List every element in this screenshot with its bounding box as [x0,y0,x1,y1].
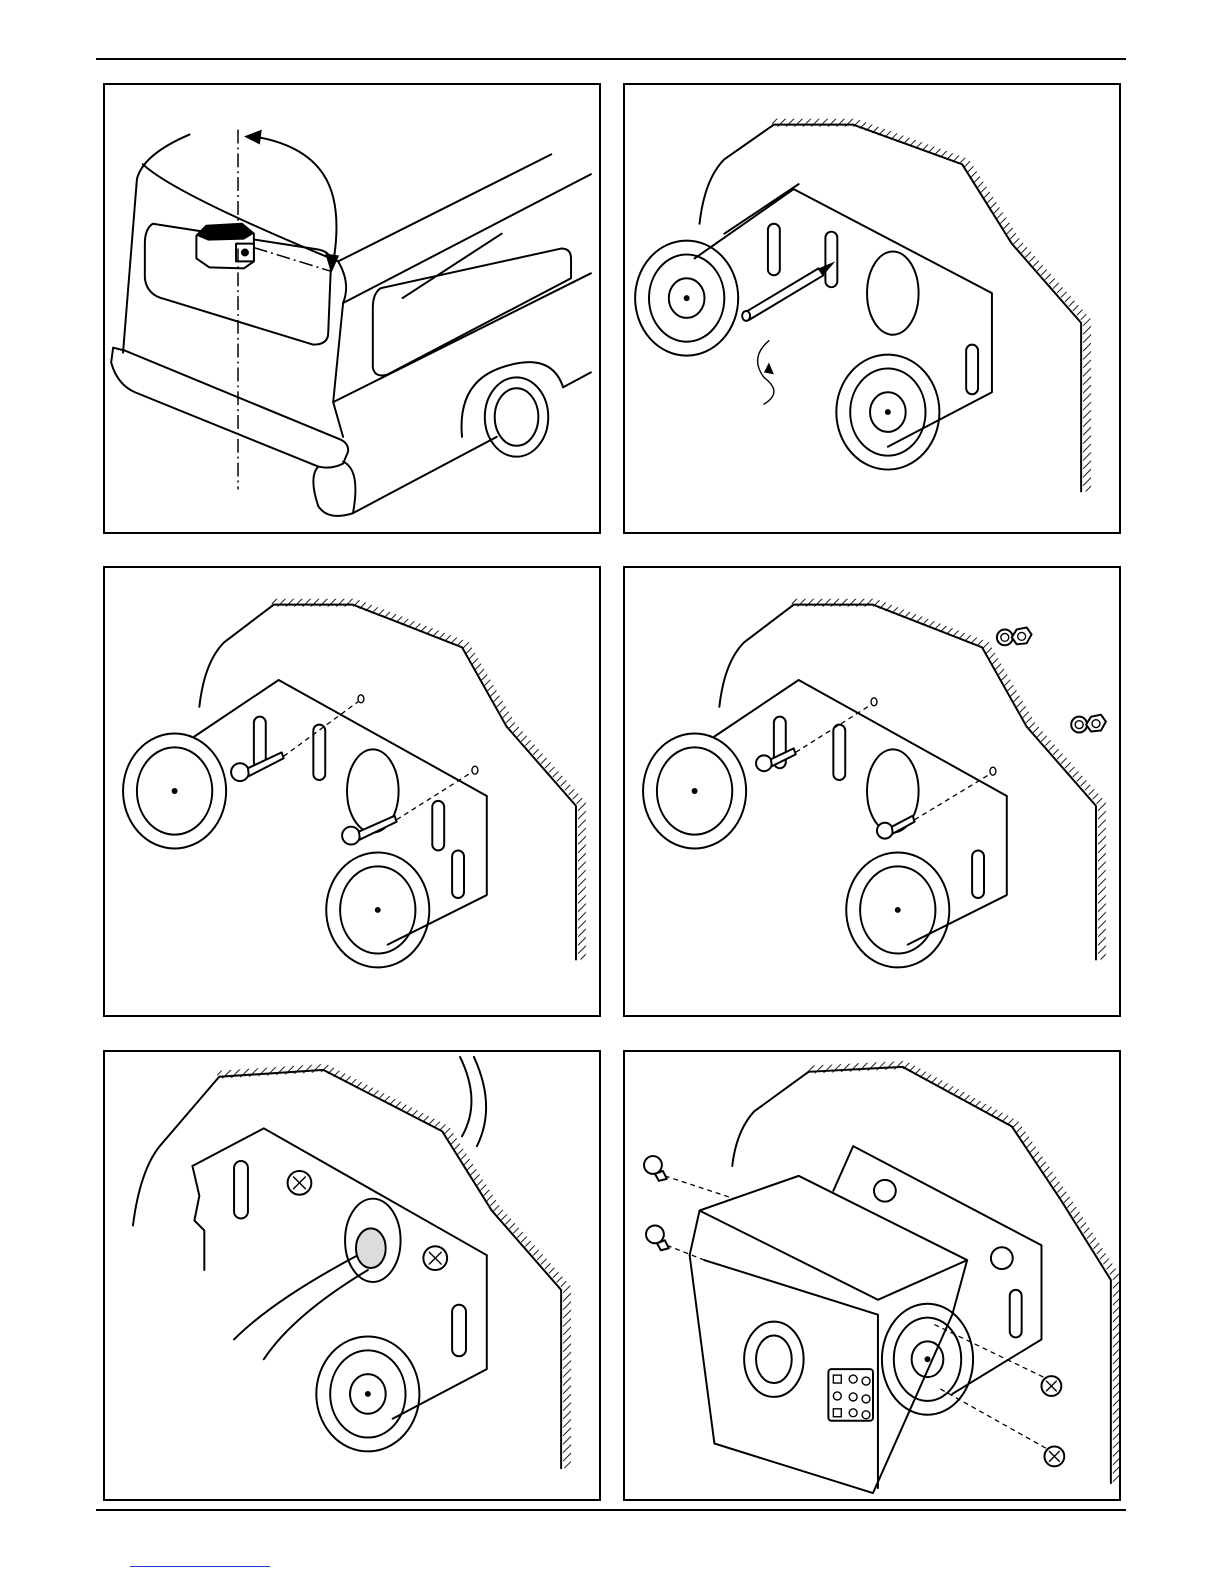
arrow-head-top [244,130,262,145]
bolt-icon [877,767,996,838]
mounting-bracket [635,184,992,469]
figure-bolt-bracket [623,566,1121,1017]
screw-icon [342,766,478,844]
mounting-bracket [123,680,487,967]
screw-icon [644,1156,734,1199]
cable-icon [234,1057,486,1359]
figure-mark-holes [623,83,1121,534]
vehicle-outline [111,135,591,516]
header-rule [96,58,1126,60]
figure-attach-camera [623,1050,1121,1501]
view-axis [254,248,331,272]
nut-icon [997,627,1032,645]
screw-icon [231,695,364,781]
wall-surface [199,603,582,960]
figure-cable-routing [103,1050,601,1501]
camera-housing-icon [690,1176,973,1493]
figure-vehicle-camera-position [103,83,601,534]
footer-link-underline[interactable] [130,1565,270,1567]
pencil-icon [742,261,835,320]
camera-icon [196,224,253,269]
wall-surface [133,1068,567,1468]
rotate-arrow-head [764,363,774,375]
footer-rule [96,1509,1126,1511]
nut-icon [1071,715,1106,733]
mounting-bracket [192,1128,486,1451]
wall-surface [719,603,1102,960]
figure-screw-bracket [103,566,601,1017]
mounting-bracket [643,680,1007,967]
